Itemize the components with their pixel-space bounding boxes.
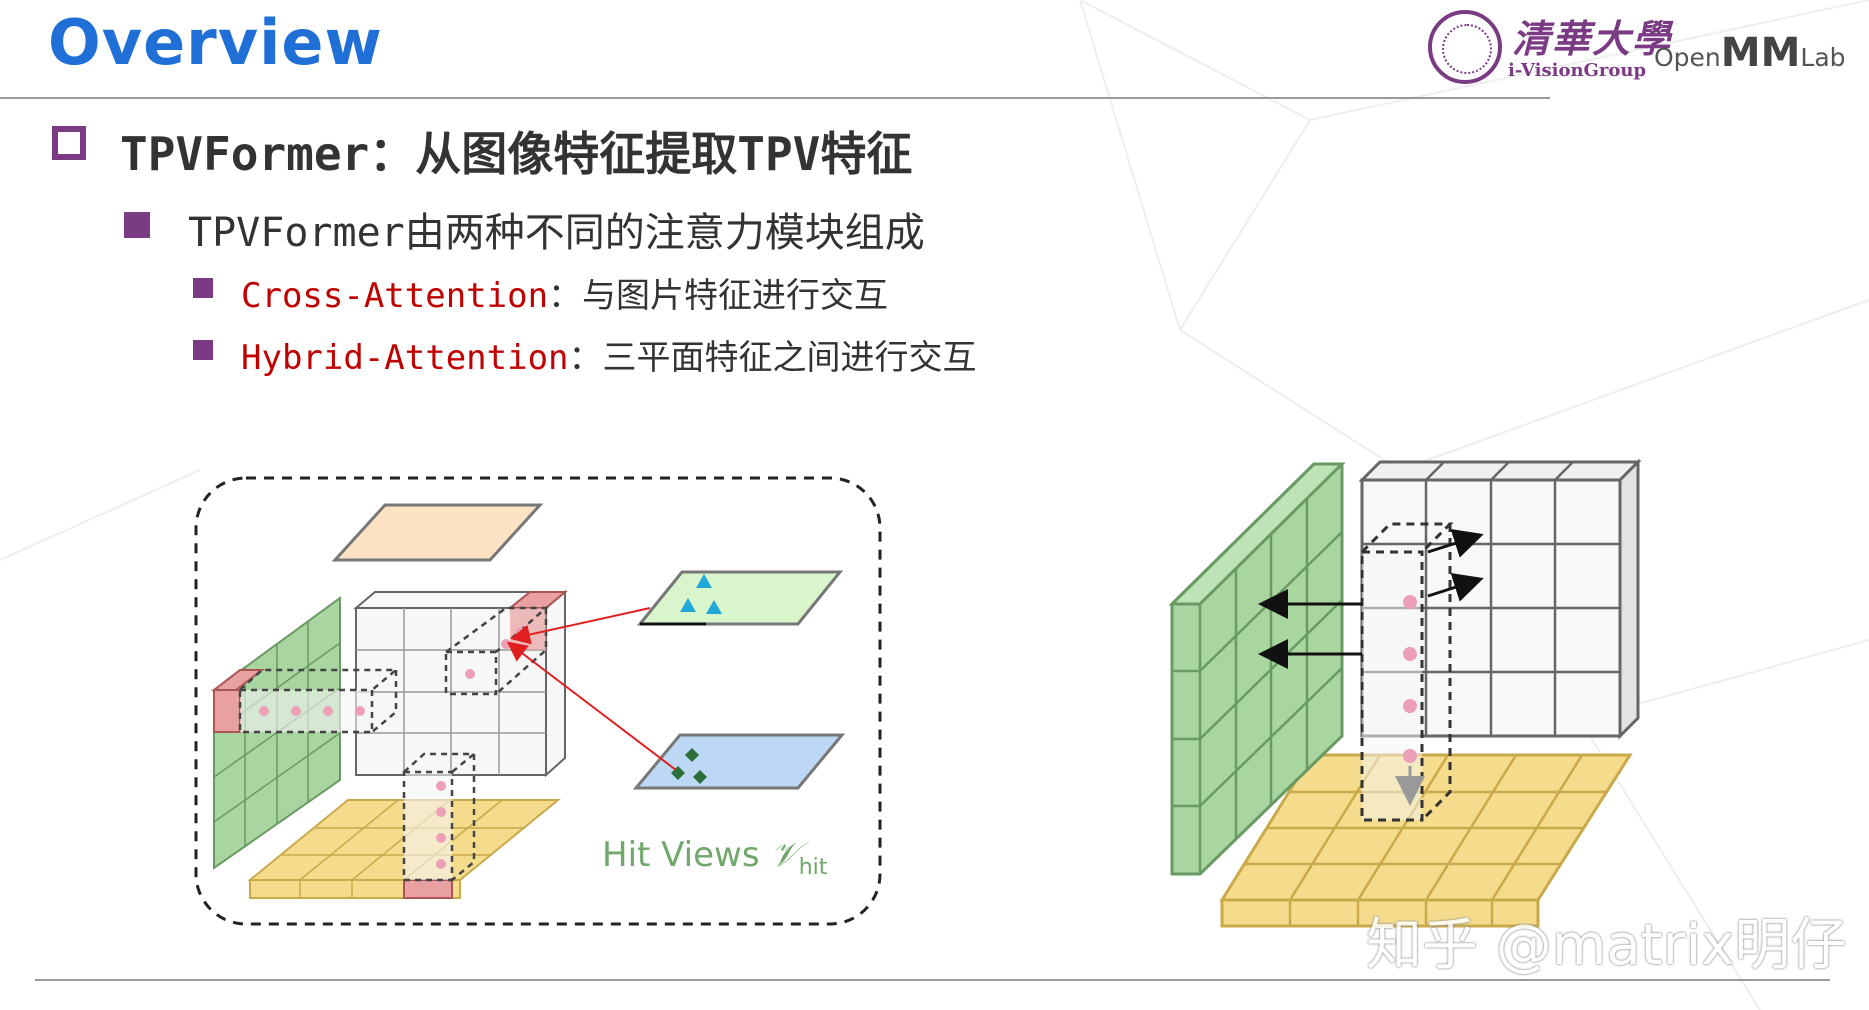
openmmlab-prefix: Open xyxy=(1654,43,1721,72)
slide-heading-text: TPVFormer：从图像特征提取TPV特征 xyxy=(120,127,913,181)
hit-views-sub: hit xyxy=(799,855,828,880)
openmmlab-mm: MM xyxy=(1720,30,1801,76)
desc-cross-attention: ：与图片特征进行交互 xyxy=(548,276,889,316)
hit-views-text: Hit Views xyxy=(602,835,770,875)
hollow-square-bullet-icon xyxy=(52,126,86,160)
ivision-group-text: i-VisionGroup xyxy=(1508,60,1647,81)
square-bullet-icon xyxy=(124,212,150,238)
title-divider xyxy=(0,97,1550,99)
logo-block: 清華大學 i-VisionGroup OpenMMLab xyxy=(1428,8,1846,88)
desc-hybrid-attention: ：三平面特征之间进行交互 xyxy=(568,338,977,378)
page-title: Overview xyxy=(48,6,383,79)
openmmlab-logo: OpenMMLab xyxy=(1654,30,1846,76)
square-bullet-icon xyxy=(193,340,213,360)
bullet-hybrid-attention: Hybrid-Attention：三平面特征之间进行交互 xyxy=(241,330,977,379)
term-cross-attention: Cross-Attention xyxy=(241,276,549,316)
square-bullet-icon xyxy=(193,278,213,298)
openmmlab-suffix: Lab xyxy=(1800,43,1846,72)
cross-attention-figure: Hit Views 𝒱hit xyxy=(194,476,882,926)
hit-views-label: Hit Views 𝒱hit xyxy=(602,835,828,880)
hybrid-attention-figure xyxy=(1168,458,1642,928)
bullet-main-text: TPVFormer由两种不同的注意力模块组成 xyxy=(188,210,925,256)
bullet-cross-attention: Cross-Attention：与图片特征进行交互 xyxy=(241,268,888,317)
slide-heading: TPVFormer：从图像特征提取TPV特征 xyxy=(52,118,912,184)
tsinghua-logo-text: 清華大學 xyxy=(1512,16,1673,61)
tsinghua-seal-icon xyxy=(1428,10,1502,84)
footer-divider xyxy=(35,979,1830,981)
term-hybrid-attention: Hybrid-Attention xyxy=(241,338,569,378)
zhihu-watermark: 知乎 @matrix明仔 xyxy=(1366,913,1847,978)
